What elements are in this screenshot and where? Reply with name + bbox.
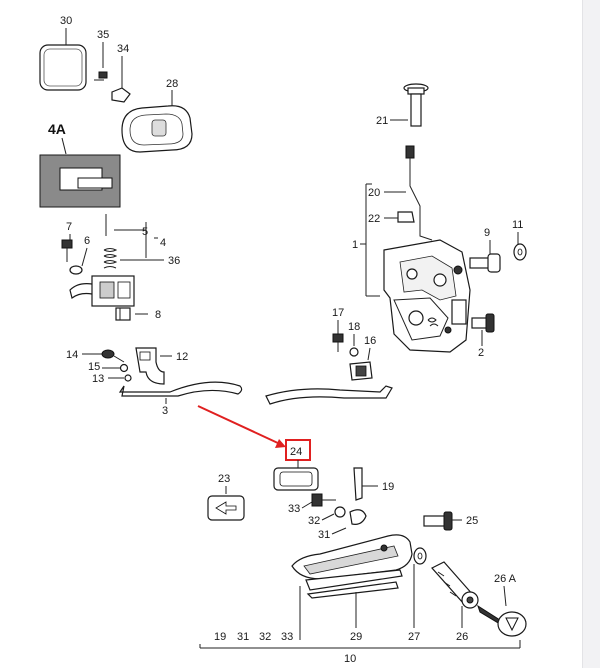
bottom-label-26: 26 (456, 631, 468, 643)
right-scroll-strip (582, 0, 600, 668)
label-25: 25 (466, 515, 478, 527)
label-13: 13 (92, 373, 104, 385)
label-19: 19 (382, 481, 394, 493)
part-25-screw: 25 (423, 511, 478, 531)
bottom-leader-lines (199, 564, 521, 649)
part-27-bushing (413, 547, 427, 565)
part-8-clip: 8 (115, 307, 161, 321)
part-15-washer: 15 (88, 361, 129, 373)
label-4: 4 (160, 237, 166, 249)
part-34-clip: 34 (111, 43, 131, 103)
label-31: 31 (318, 529, 330, 541)
part-6-washer: 6 (69, 235, 90, 275)
label-17: 17 (332, 307, 344, 319)
label-6: 6 (84, 235, 90, 247)
group-bracket-1: 1 (352, 183, 380, 297)
label-7: 7 (66, 221, 72, 233)
part-21-pin: 21 (376, 83, 429, 127)
part-2-screw: 2 (471, 313, 495, 359)
part-17-screw: 17 (332, 307, 344, 352)
part-24-gasket-highlighted: 24 (273, 439, 319, 491)
label-26A: 26 A (494, 573, 517, 585)
part-28-cover-plate: 28 (121, 78, 193, 153)
part-18-nut: 18 (348, 321, 360, 357)
label-21: 21 (376, 115, 388, 127)
part-16-bracket: 16 (349, 335, 376, 381)
part-4A-foam-pad: 4A (39, 121, 121, 208)
part-31-spring: 31 (318, 509, 367, 541)
part-5-pin: 5 4 (105, 214, 166, 258)
part-30-cover: 30 (39, 15, 87, 91)
bottom-part-number-row: 19 31 32 33 29 27 26 10 (214, 631, 468, 665)
label-22: 22 (368, 213, 380, 225)
label-28: 28 (166, 78, 178, 90)
part-23-cap: 23 (207, 473, 245, 521)
label-5: 5 (142, 226, 148, 238)
part-3-cable-rod: 3 (118, 381, 243, 417)
highlight-arrow (197, 405, 286, 448)
part-20-rod: 20 (368, 145, 433, 241)
label-32: 32 (308, 515, 320, 527)
bottom-label-19: 19 (214, 631, 226, 643)
label-15: 15 (88, 361, 100, 373)
label-30: 30 (60, 15, 72, 27)
bottom-label-10: 10 (344, 653, 356, 665)
bottom-label-27: 27 (408, 631, 420, 643)
cable-sheath (265, 385, 393, 405)
part-32-nut: 32 (308, 506, 346, 527)
part-22-clip: 22 (368, 211, 415, 225)
label-4A: 4A (48, 121, 66, 137)
part-12-bracket: 12 (135, 347, 188, 385)
part-1-lock-assembly (383, 239, 471, 353)
label-14: 14 (66, 349, 78, 361)
label-36: 36 (168, 255, 180, 267)
label-16: 16 (364, 335, 376, 347)
label-12: 12 (176, 351, 188, 363)
part-11-washer: 11 (512, 219, 527, 261)
part-26-lock-cylinder (431, 561, 479, 609)
label-11: 11 (512, 219, 523, 231)
label-1: 1 (352, 239, 358, 251)
bottom-label-31: 31 (237, 631, 249, 643)
part-14-screw: 14 (66, 349, 125, 363)
part-lock-bracket (69, 275, 135, 307)
label-8: 8 (155, 309, 161, 321)
label-34: 34 (117, 43, 129, 55)
part-handle-assembly (291, 534, 413, 599)
label-9: 9 (484, 227, 490, 239)
part-7-bolt: 7 (61, 221, 73, 262)
label-3: 3 (162, 405, 168, 417)
label-23: 23 (218, 473, 230, 485)
label-20: 20 (368, 187, 380, 199)
part-9-bolt: 9 (469, 227, 501, 273)
part-19-link: 19 (353, 467, 394, 501)
label-18: 18 (348, 321, 360, 333)
label-33: 33 (288, 503, 300, 515)
bottom-label-33: 33 (281, 631, 293, 643)
part-33-screw: 33 (288, 493, 336, 515)
part-26A-cap: 26 A (494, 573, 527, 637)
part-35-screw: 35 (94, 29, 109, 81)
bottom-label-29: 29 (350, 631, 362, 643)
part-13-clip: 13 (92, 373, 132, 385)
label-35: 35 (97, 29, 109, 41)
label-2: 2 (478, 347, 484, 359)
part-36-spring: 36 (103, 248, 180, 269)
bottom-label-32: 32 (259, 631, 271, 643)
label-24: 24 (290, 446, 302, 458)
